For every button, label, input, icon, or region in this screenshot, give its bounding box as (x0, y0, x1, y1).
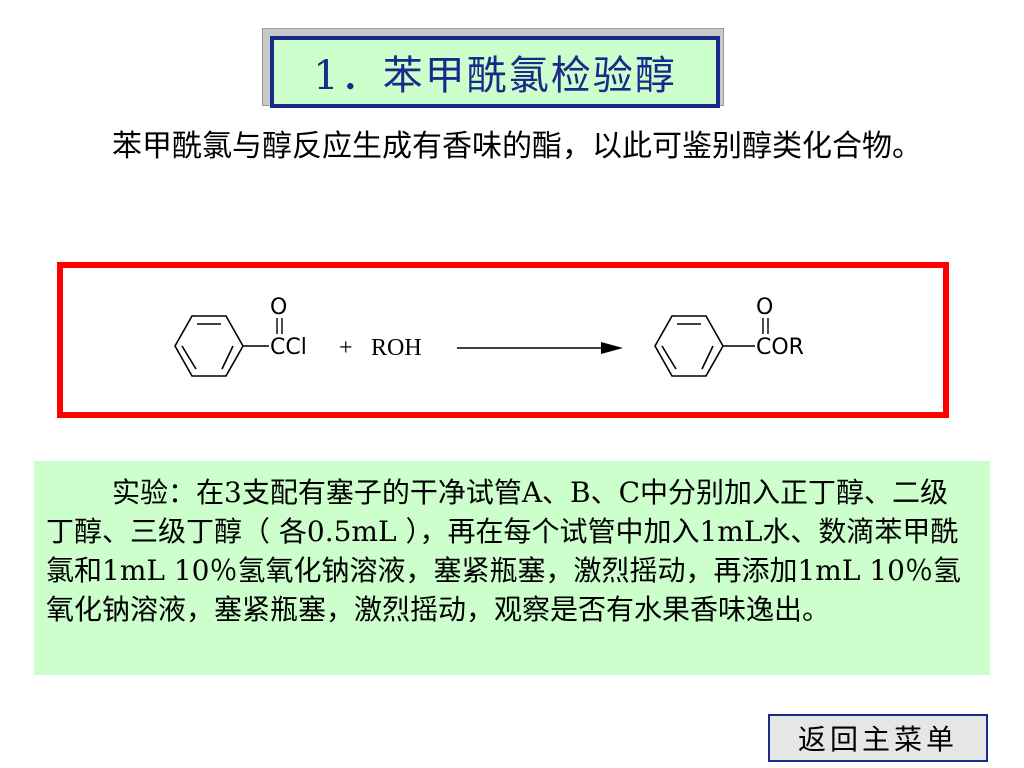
return-main-menu-button[interactable]: 返回主菜单 (768, 714, 988, 762)
benzene-ring-product (654, 315, 724, 377)
reactant-oxygen: O (270, 295, 287, 320)
page-title: 1．苯甲酰氯检验醇 (313, 53, 677, 99)
plus-sign: + (339, 335, 353, 361)
product-group: COR (756, 335, 804, 360)
intro-paragraph: 苯甲酰氯与醇反应生成有香味的酯，以此可鉴别醇类化合物。 (112, 129, 922, 164)
reaction-scheme: O CCl + ROH O COR (57, 262, 949, 418)
title-box: 1．苯甲酰氯检验醇 (270, 36, 720, 108)
reactant-group: CCl (270, 335, 307, 360)
reaction-diagram: O CCl + ROH O COR (174, 295, 804, 377)
experiment-text: 实验：在3支配有塞子的干净试管A、B、C中分别加入正丁醇、二级丁醇、三级丁醇（ … (46, 476, 961, 626)
experiment-box: 实验：在3支配有塞子的干净试管A、B、C中分别加入正丁醇、二级丁醇、三级丁醇（ … (34, 461, 990, 675)
reagent-roh: ROH (371, 335, 422, 361)
benzene-ring-reactant (174, 315, 244, 377)
reaction-arrow-head (601, 342, 623, 354)
product-oxygen: O (756, 295, 773, 320)
